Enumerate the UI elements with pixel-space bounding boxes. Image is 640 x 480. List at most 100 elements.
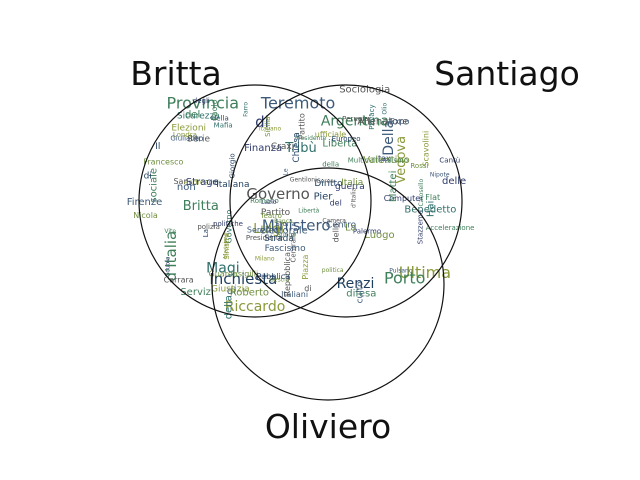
- cloud-word: Massimo: [222, 232, 229, 259]
- cloud-word: Firenze: [127, 197, 163, 208]
- cloud-word: d'Italia: [162, 231, 180, 282]
- cloud-word: Olio: [382, 103, 389, 115]
- cloud-word: Presidente: [295, 135, 327, 142]
- cloud-word: Partito: [298, 113, 307, 139]
- cloud-word: Carosello: [418, 179, 425, 207]
- cloud-word: Magi: [206, 260, 239, 276]
- santiago-circle: [229, 84, 463, 318]
- cloud-word: Andrea: [184, 178, 209, 186]
- cloud-word: di: [144, 172, 152, 182]
- cloud-word: Craxi: [271, 142, 294, 152]
- cloud-word: politica: [322, 267, 344, 274]
- word-cloud: BrittaProvinciad'ItaliaVitesocialeLaRito…: [127, 85, 475, 320]
- cloud-word: Repubblica: [283, 252, 292, 296]
- cloud-word: Il: [155, 142, 160, 152]
- cloud-word: Italiani: [281, 290, 308, 299]
- set-label-santiago: Santiago: [434, 54, 580, 93]
- cloud-word: Italiana: [216, 180, 249, 190]
- cloud-word: Valentino: [363, 155, 410, 166]
- cloud-word: tax: [378, 154, 391, 163]
- cloud-word: Giorgio: [229, 153, 237, 178]
- cloud-word: Giustizia: [211, 284, 250, 294]
- cloud-word: Italiano: [259, 126, 282, 133]
- cloud-word: Sicilia: [264, 117, 272, 137]
- cloud-word: Guardasigilli: [209, 270, 259, 279]
- set-label-britta: Britta: [130, 54, 221, 93]
- cloud-word: Roberto: [230, 288, 269, 299]
- cloud-word: della: [223, 295, 234, 319]
- cloud-word: Perugia: [342, 115, 368, 123]
- cloud-word: Francesco: [143, 157, 183, 166]
- cloud-word: Servizio: [247, 225, 279, 234]
- cloud-word: della: [212, 115, 229, 123]
- cloud-word: polizia: [197, 223, 220, 231]
- cloud-word: difesa: [346, 288, 376, 299]
- cloud-word: Cantù: [439, 157, 460, 165]
- cloud-word: Flat: [425, 193, 440, 202]
- cloud-word: Scavolini: [422, 131, 431, 167]
- cloud-word: Libertà: [322, 138, 357, 150]
- cloud-word: Le: [282, 168, 289, 175]
- cloud-word: ufficiale: [315, 130, 347, 139]
- cloud-word: Lazio: [261, 199, 277, 206]
- cloud-word: Pulsano: [389, 268, 413, 275]
- cloud-word: Vite: [164, 228, 176, 235]
- cloud-word: d'Italia: [351, 187, 358, 208]
- cloud-word: Italia: [341, 178, 363, 188]
- cloud-word: Piazza: [301, 254, 310, 279]
- cloud-word: Teremoto: [260, 93, 335, 112]
- cloud-word: Riccardo: [225, 299, 286, 315]
- cloud-word: Nipote: [430, 172, 450, 179]
- cloud-word: Carrara: [164, 276, 194, 285]
- cloud-word: Diritto: [314, 179, 343, 189]
- cloud-word: Vedova: [394, 136, 409, 184]
- cloud-word: Gentiloni: [290, 177, 317, 184]
- cloud-word: Expo: [390, 117, 410, 126]
- cloud-word: di: [304, 284, 311, 293]
- cloud-word: Bunga: [277, 232, 297, 239]
- cloud-word: Centro: [326, 220, 357, 230]
- cloud-word: Ministero: [262, 217, 331, 235]
- cloud-word: Europeo: [332, 135, 361, 143]
- cloud-word: San: [173, 177, 188, 186]
- cloud-word: Centrale: [290, 233, 298, 263]
- cloud-word: Paolo: [210, 99, 219, 120]
- cloud-word: Porto: [384, 268, 426, 287]
- cloud-word: Renzi: [337, 276, 375, 292]
- cloud-word: del: [185, 109, 200, 120]
- cloud-word: Sinistra: [223, 233, 231, 259]
- cloud-word: Banca: [274, 218, 293, 225]
- cloud-word: non: [177, 182, 196, 193]
- cloud-word: Romano: [250, 197, 279, 205]
- cloud-word: Sicurezza: [177, 111, 220, 121]
- cloud-word: destra: [270, 276, 289, 283]
- cloud-word: Servizi: [180, 287, 213, 298]
- cloud-word: Luogo: [364, 230, 394, 241]
- cloud-word: Tutti: [205, 180, 219, 187]
- cloud-word: Luigi: [253, 222, 284, 237]
- cloud-word: Rito: [188, 134, 204, 143]
- cloud-word: Governo: [225, 209, 234, 243]
- oliviero-circle: [211, 167, 445, 401]
- cloud-word: Milano: [255, 255, 275, 262]
- cloud-word: Ultima: [399, 263, 451, 282]
- cloud-word: Allenatore: [357, 117, 408, 128]
- cloud-word: Multiculturalismo: [348, 157, 408, 165]
- cloud-word: Computer: [384, 194, 424, 203]
- cloud-word: Presidente: [246, 234, 283, 242]
- cloud-word: Londra: [173, 131, 197, 139]
- cloud-word: Camera: [322, 218, 346, 225]
- cloud-word: Farro: [243, 102, 250, 117]
- cloud-word: della: [332, 223, 341, 242]
- cloud-word: culto: [356, 281, 366, 304]
- cloud-word: della: [322, 160, 339, 168]
- cloud-word: Della: [381, 120, 397, 156]
- cloud-word: La: [202, 229, 210, 237]
- cloud-word: Elezioni: [171, 124, 206, 134]
- cloud-word: Inchiesta: [209, 270, 277, 288]
- cloud-word: Fascismo: [265, 244, 306, 254]
- cloud-word: Tribù: [284, 141, 316, 156]
- cloud-word: Pier: [314, 191, 334, 202]
- cloud-word: Accelerazione: [426, 224, 475, 232]
- cloud-word: Hai: [426, 201, 437, 217]
